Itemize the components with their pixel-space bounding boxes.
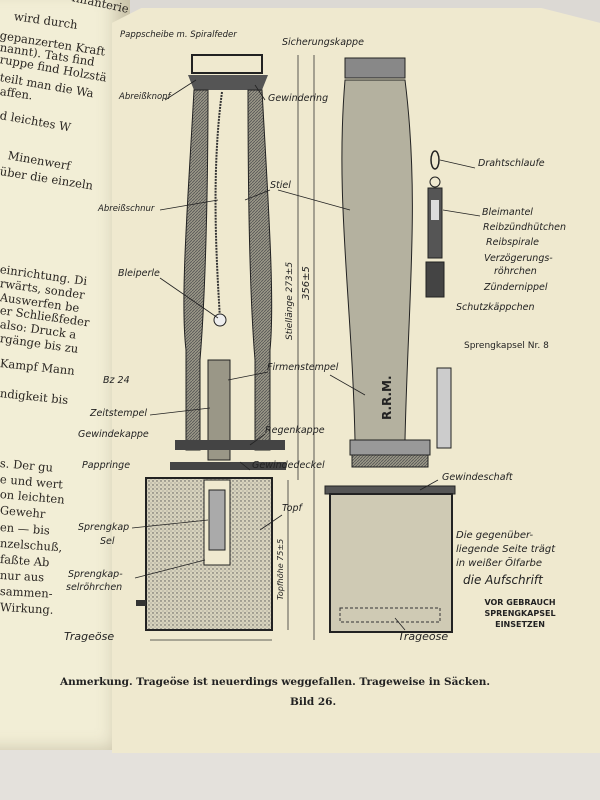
label-marking: R.R.M. <box>380 375 394 420</box>
label-abreissknopf: Abreißknopf <box>119 92 171 102</box>
label-sprengkapsel-2: Sel <box>100 536 115 547</box>
inscription-line: SPRENGKAPSEL <box>484 609 556 618</box>
external-grenade <box>324 57 456 633</box>
label-regenkappe: Regenkappe <box>265 425 325 436</box>
caption-note: Anmerkung. Trageöse ist neuerdings wegge… <box>60 676 491 688</box>
label-zuendernippel: Zündernippel <box>484 282 548 293</box>
label-firmenstempel: Firmenstempel <box>267 362 339 373</box>
label-sprengkapselroehrchen-1: Sprengkap- <box>68 569 123 580</box>
label-gewindedeckel: Gewindedeckel <box>252 460 325 471</box>
figure-number: Bild 26. <box>290 696 337 708</box>
label-schutzkaeppchen: Schutzkäppchen <box>456 302 535 313</box>
label-stiellaenge: Stiellänge 273±5 <box>285 261 295 340</box>
label-verzoegerung-2: röhrchen <box>494 266 537 277</box>
label-drahtschlaufe: Drahtschlaufe <box>478 158 545 169</box>
label-topf: Topf <box>282 503 302 514</box>
label-topfhoehe: Topfhöhe 75±5 <box>276 538 285 600</box>
sectional-grenade <box>136 54 286 631</box>
label-abreissschnur: Abreißschnur <box>98 204 155 214</box>
label-sprengkapsel-1: Sprengkap <box>78 522 130 533</box>
note-line: die Aufschrift <box>463 573 543 587</box>
label-verzoegerung-1: Verzögerungs- <box>484 253 553 264</box>
label-sprengkapselroehrchen-2: selröhrchen <box>66 582 123 593</box>
leader-lines <box>131 79 481 631</box>
label-stiel: Stiel <box>270 180 291 191</box>
label-pappringe: Pappringe <box>82 460 131 471</box>
label-zeitstempel: Zeitstempel <box>90 408 148 419</box>
left-page <box>0 0 130 750</box>
inscription-line: EINSETZEN <box>495 620 545 629</box>
detonator-title: Sprengkapsel Nr. 8 <box>464 341 549 351</box>
dimension-lines <box>150 55 315 641</box>
label-gewindeschaft: Gewindeschaft <box>442 472 513 483</box>
note-line: Die gegenüber- <box>456 530 534 541</box>
label-pappscheibe: Pappscheibe m. Spiralfeder <box>120 30 237 40</box>
label-trageoese-left: Trageöse <box>64 630 115 643</box>
label-bz24: Bz 24 <box>103 375 130 386</box>
label-trageoese-right: Trageöse <box>398 630 449 643</box>
label-reibspirale: Reibspirale <box>486 237 539 248</box>
inscription-line: VOR GEBRAUCH <box>484 598 556 607</box>
label-bleimantel: Bleimantel <box>482 207 533 218</box>
note-line: in weißer Ölfarbe <box>456 558 543 569</box>
label-sicherungskappe: Sicherungskappe <box>282 37 364 48</box>
note-line: liegende Seite trägt <box>456 544 556 555</box>
label-reibzuendhuetchen: Reibzündhütchen <box>483 222 567 233</box>
label-gesamtlaenge: 356±5 <box>301 266 312 300</box>
detonator-drawing <box>425 150 452 449</box>
label-gewindering: Gewindering <box>268 93 329 104</box>
label-bleiperle: Bleiperle <box>118 268 160 279</box>
label-gewindekappe: Gewindekappe <box>78 429 149 440</box>
